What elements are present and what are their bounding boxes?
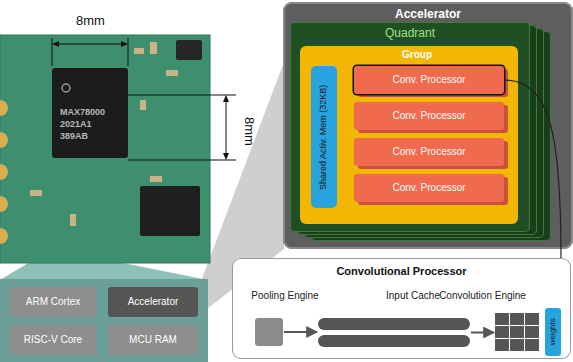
memory-block: MCU RAM — [108, 325, 198, 355]
label-holder: MAX78000 — [60, 101, 105, 119]
cache-bars — [318, 318, 470, 347]
dimension-line — [55, 44, 125, 45]
pad — [0, 228, 8, 244]
label-holder: 8mm — [76, 11, 105, 29]
soc-panel — [0, 279, 208, 362]
node-text: weights — [548, 318, 558, 345]
chip-marking: MAX78000 — [60, 107, 105, 117]
node-text: Conv. Processor — [392, 74, 465, 86]
mac-grid — [495, 313, 540, 351]
mac-cell — [510, 339, 524, 351]
mac-cell — [510, 313, 524, 325]
extension-line — [52, 38, 53, 66]
extension-line — [128, 160, 236, 161]
node-text: Pooling Engine — [245, 290, 325, 302]
dimension-label: 8mm — [76, 14, 105, 29]
processor-detail-box: Convolutional ProcessorPooling EngineInp… — [232, 258, 571, 359]
convolution-engine: Convolution Engine — [425, 288, 540, 354]
pooling-block — [255, 318, 283, 346]
group-box: GroupShared Activ. Mem (32KB) Conv. Proce… — [300, 46, 518, 224]
pcb-photo — [0, 35, 210, 263]
node-text: Accelerator — [128, 296, 179, 308]
zoom-wedge — [0, 262, 208, 280]
connector — [504, 80, 561, 258]
pooling-engine: Pooling Engine — [245, 288, 325, 350]
mac-cell — [525, 313, 539, 325]
processor-box: Conv. Processor — [354, 138, 504, 166]
capacitor — [140, 100, 146, 110]
mac-cell — [495, 313, 509, 325]
pad — [0, 100, 8, 116]
pad — [0, 132, 8, 148]
cache-bar — [318, 335, 470, 347]
capacitor — [134, 48, 144, 54]
node-text: Conv. Processor — [392, 146, 465, 158]
node-text: Conv. Processor — [392, 182, 465, 194]
capacitor — [150, 176, 162, 182]
dimension-line — [226, 98, 227, 157]
mac-cell — [525, 339, 539, 351]
extension-line — [128, 95, 236, 96]
processor-box: Conv. Processor — [354, 102, 504, 130]
node-text: Quadrant — [290, 26, 530, 40]
processor-box: Conv. Processor — [354, 174, 504, 202]
node-text: Accelerator — [283, 7, 573, 21]
node-text: Group — [316, 49, 518, 61]
node-text: Convolutional Processor — [232, 265, 571, 278]
core-box: ARM Cortex — [10, 287, 96, 317]
chip-logo — [62, 84, 70, 92]
weights-bar: weights — [545, 308, 561, 356]
mac-cell — [510, 326, 524, 338]
capacitor — [30, 190, 42, 196]
dimension-lines — [52, 38, 236, 160]
arrowhead — [52, 41, 59, 47]
capacitor — [70, 214, 76, 226]
extension-line — [128, 38, 129, 66]
connector — [284, 331, 317, 333]
processor-box: Conv. Processor — [354, 66, 504, 94]
ic-package — [140, 186, 200, 236]
dimension-label: 8mm — [241, 117, 256, 146]
chip-marking: 389AB — [60, 131, 88, 141]
connector — [471, 332, 494, 334]
label-holder: 8mm — [234, 121, 263, 139]
chip-marking: 2021A1 — [60, 119, 92, 129]
core-box: RISC-V Core — [10, 325, 96, 355]
memory-box: Shared Activ. Mem (32KB) — [311, 66, 337, 208]
cache-bar — [318, 318, 470, 330]
arrowhead — [223, 153, 229, 160]
mac-cell — [525, 326, 539, 338]
node-text: ARM Cortex — [26, 296, 80, 308]
gold-pads — [0, 100, 8, 244]
node-text: RISC-V Core — [24, 334, 82, 346]
node-text: Convolution Engine — [425, 290, 540, 302]
node-text: Conv. Processor — [392, 110, 465, 122]
capacitor — [150, 42, 157, 54]
dimension-arrowheads — [52, 41, 229, 160]
mac-cell — [495, 339, 509, 351]
resistor — [166, 70, 178, 76]
pad — [0, 196, 8, 212]
accelerator-box: AcceleratorQuadrantGroupShared Activ. Me… — [283, 2, 573, 249]
mac-cell — [495, 326, 509, 338]
accelerator-block: Accelerator — [108, 287, 198, 317]
mcu-chip — [52, 68, 128, 158]
arrowhead — [121, 41, 128, 47]
arrowhead — [223, 95, 229, 102]
quadrant-box: QuadrantGroupShared Activ. Mem (32KB) Con… — [290, 22, 530, 232]
node-text: Shared Activ. Mem (32KB) — [319, 84, 330, 189]
node-text: MCU RAM — [129, 334, 177, 346]
ic-package — [176, 40, 202, 60]
pad — [0, 164, 8, 180]
pcb-edge — [0, 35, 210, 263]
